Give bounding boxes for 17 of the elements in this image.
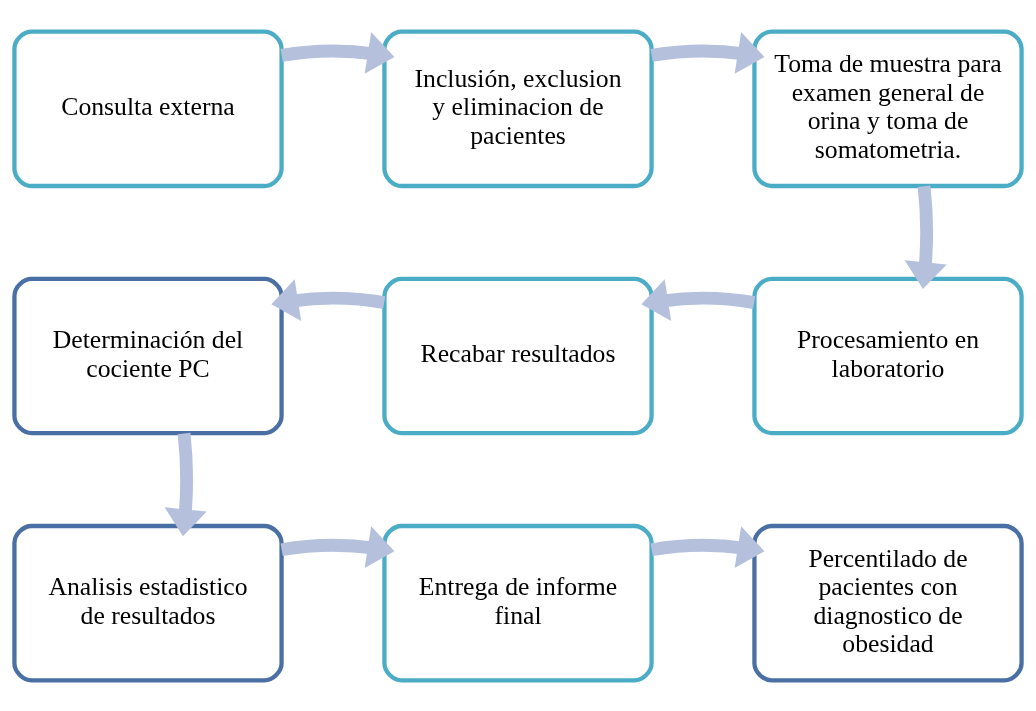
arrow: [271, 278, 386, 321]
node-box: Determinación del cociente PC: [12, 276, 284, 435]
arrow: [904, 185, 947, 289]
node-box: Percentilado de pacientes con diagnostico de obesidad: [752, 523, 1024, 682]
node-box: Consulta externa: [12, 29, 284, 188]
arrow: [650, 31, 765, 74]
node-box: Entrega de informe final: [382, 523, 654, 682]
arrow: [650, 525, 765, 568]
arrow: [280, 525, 395, 568]
node-box: Inclusión, exclusion y eliminacion de pacientes: [382, 29, 654, 188]
arrow: [641, 278, 756, 321]
node-box: Recabar resultados: [382, 276, 654, 435]
arrow: [280, 31, 395, 74]
node-box: Toma de muestra para examen general de orina y toma de somatometria.: [752, 29, 1024, 188]
node-box: Procesamiento en laboratorio: [752, 276, 1024, 435]
arrow: [164, 432, 207, 536]
node-box: Analisis estadistico de resultados: [12, 523, 284, 682]
